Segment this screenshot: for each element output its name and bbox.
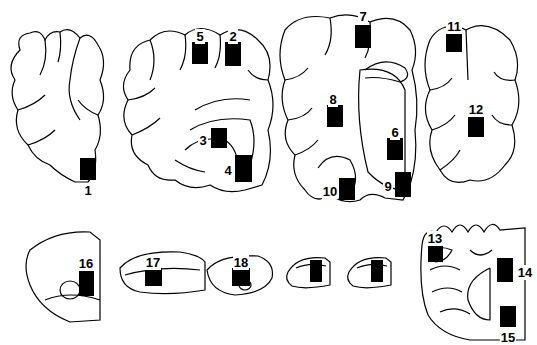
callout-number: 5 <box>195 29 204 44</box>
label-anchor: 7 <box>358 7 367 25</box>
label-anchor: 14 <box>517 263 533 281</box>
callout-number: 6 <box>390 125 399 140</box>
callout-number: 10 <box>322 184 338 199</box>
callout-number: 3 <box>198 133 207 148</box>
label-anchor: 1 <box>83 181 92 199</box>
label-anchor: 13 <box>427 229 443 247</box>
label-anchor: 16 <box>78 254 94 272</box>
callout-number: 1 <box>83 183 92 198</box>
label-anchor: 9 <box>383 177 392 195</box>
label-anchor: 17 <box>145 253 161 271</box>
callout-number: 14 <box>517 265 533 280</box>
callout-number: 13 <box>427 231 443 246</box>
callout-number: 16 <box>78 256 94 271</box>
callout-number: 2 <box>228 29 237 44</box>
label-anchor: 2 <box>228 27 237 45</box>
callout-number: 18 <box>233 255 249 270</box>
label-anchor: 10 <box>322 182 338 200</box>
label-anchor: 18 <box>233 253 249 271</box>
callout-number: 11 <box>446 19 462 34</box>
callout-number: 9 <box>383 179 392 194</box>
label-anchor: 5 <box>195 27 204 45</box>
callout-number: 4 <box>223 163 232 178</box>
callout-number: 8 <box>328 92 337 107</box>
label-anchor: 3 <box>198 131 207 149</box>
callout-number: 15 <box>500 330 516 345</box>
label-anchor: 6 <box>390 123 399 141</box>
label-anchor: 4 <box>223 161 232 179</box>
callout-number: 17 <box>145 255 161 270</box>
callout-number: 12 <box>468 102 484 117</box>
label-anchor: 12 <box>468 100 484 118</box>
callout-number: 7 <box>358 9 367 24</box>
label-anchor: 15 <box>500 328 516 345</box>
label-anchor: 11 <box>446 17 462 35</box>
label-anchor: 8 <box>328 90 337 108</box>
